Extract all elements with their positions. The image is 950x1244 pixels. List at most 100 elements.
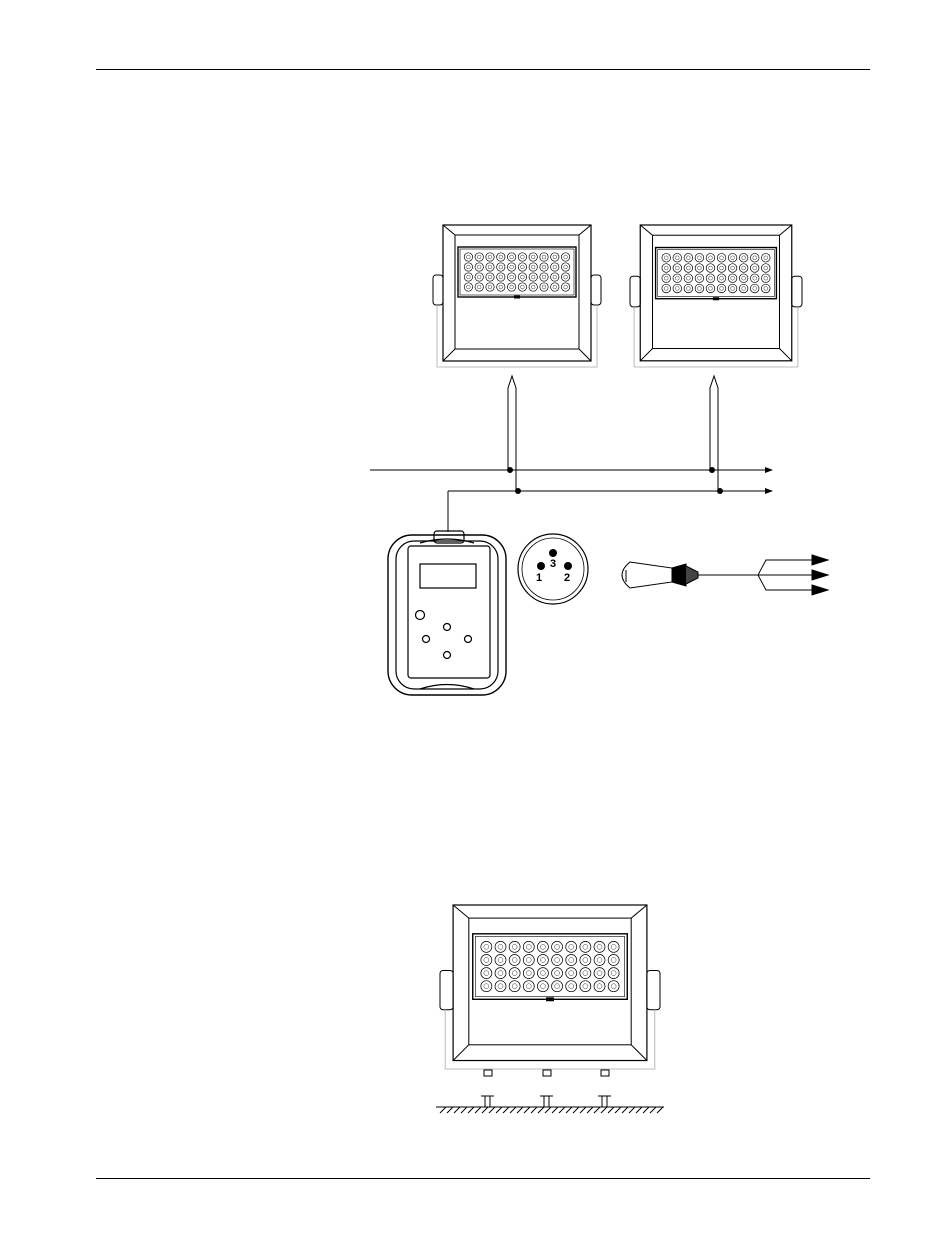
led-emitter — [594, 955, 605, 966]
led-emitter — [695, 264, 704, 273]
led-emitter — [706, 284, 715, 293]
led-emitter — [523, 968, 534, 979]
led-emitter — [684, 253, 693, 262]
led-emitter — [566, 941, 577, 952]
led-emitter — [486, 263, 494, 271]
led-emitter — [608, 941, 619, 952]
led-emitter — [673, 274, 682, 283]
led-emitter — [717, 264, 726, 273]
led-emitter — [464, 263, 472, 271]
led-emitter — [662, 274, 671, 283]
mount-bracket — [433, 275, 443, 305]
led-emitter — [551, 283, 559, 291]
led-emitter — [662, 253, 671, 262]
led-emitter — [552, 955, 563, 966]
pin-2-dot — [564, 562, 572, 570]
bus-junctions — [507, 467, 723, 494]
led-emitter — [608, 955, 619, 966]
led-emitter — [481, 968, 492, 979]
led-emitter — [580, 955, 591, 966]
mount-bracket — [792, 276, 802, 307]
led-emitter — [509, 955, 520, 966]
led-emitter — [706, 253, 715, 262]
pin-3-label: 3 — [550, 558, 556, 570]
led-emitter — [540, 283, 548, 291]
led-emitter — [551, 253, 559, 261]
led-emitter — [481, 981, 492, 992]
led-emitter — [739, 284, 748, 293]
led-emitter — [495, 955, 506, 966]
led-emitter — [497, 283, 505, 291]
mount-yoke — [634, 307, 798, 367]
led-emitter — [717, 274, 726, 283]
led-emitter — [608, 981, 619, 992]
pin-1-label: 1 — [536, 572, 542, 584]
controller-button — [416, 611, 425, 620]
controller-button — [444, 652, 451, 659]
led-emitter — [561, 273, 569, 281]
led-emitter — [552, 968, 563, 979]
led-emitter — [529, 283, 537, 291]
led-emitter — [750, 274, 759, 283]
led-emitter — [507, 253, 515, 261]
led-emitter — [481, 941, 492, 952]
led-emitter — [580, 941, 591, 952]
led-emitter — [509, 981, 520, 992]
led-emitter — [551, 273, 559, 281]
fixture-2-cable — [710, 376, 718, 492]
fixture-housing — [640, 225, 792, 361]
led-emitter — [518, 253, 526, 261]
led-emitter — [486, 253, 494, 261]
led-emitter — [761, 274, 770, 283]
led-emitter — [518, 283, 526, 291]
led-emitter — [464, 273, 472, 281]
led-emitter — [750, 264, 759, 273]
controller-button — [465, 636, 472, 643]
led-emitter — [507, 263, 515, 271]
led-emitter — [673, 264, 682, 273]
fixture-1 — [433, 225, 601, 367]
xlr-connector-face: 3 1 2 — [518, 534, 588, 604]
fixture-2 — [630, 225, 802, 367]
mount-bracket — [647, 970, 660, 1009]
led-emitter — [497, 253, 505, 261]
led-emitter — [750, 284, 759, 293]
led-emitter — [561, 263, 569, 271]
led-emitter — [540, 253, 548, 261]
led-emitter — [673, 253, 682, 262]
led-emitter — [464, 283, 472, 291]
led-emitter — [761, 264, 770, 273]
led-emitter — [523, 981, 534, 992]
floor-hatching — [440, 1107, 663, 1113]
led-emitter — [662, 264, 671, 273]
led-emitter — [509, 968, 520, 979]
floor-mount — [436, 1070, 664, 1113]
led-emitter — [537, 955, 548, 966]
led-emitter — [540, 273, 548, 281]
led-emitter — [580, 981, 591, 992]
led-emitter — [594, 941, 605, 952]
mount-bolt — [540, 1070, 553, 1107]
led-emitter — [475, 263, 483, 271]
led-emitter — [464, 253, 472, 261]
pin-2-label: 2 — [564, 572, 570, 584]
led-emitter — [728, 274, 737, 283]
led-emitter — [728, 253, 737, 262]
led-emitter — [495, 968, 506, 979]
led-emitter — [706, 264, 715, 273]
led-emitter — [673, 284, 682, 293]
led-emitter — [523, 955, 534, 966]
led-emitter — [566, 981, 577, 992]
led-emitter — [684, 264, 693, 273]
led-emitter — [497, 273, 505, 281]
junction-dot — [709, 467, 715, 473]
dmx-controller — [388, 531, 506, 695]
controller-button — [423, 636, 430, 643]
led-emitter — [518, 263, 526, 271]
led-emitter — [728, 264, 737, 273]
led-emitter — [537, 968, 548, 979]
led-emitter — [552, 941, 563, 952]
led-emitter — [509, 941, 520, 952]
led-emitter — [750, 253, 759, 262]
